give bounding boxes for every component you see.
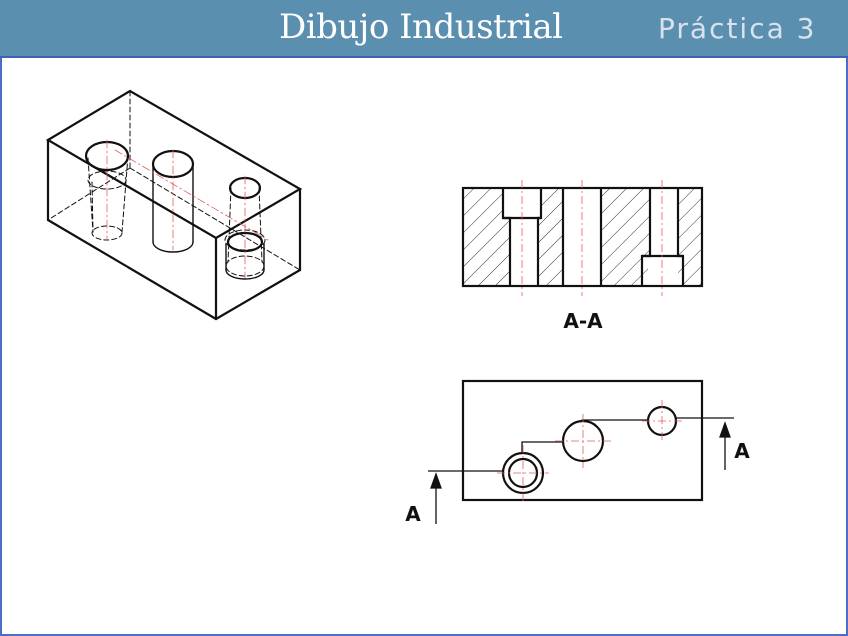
- arrow-right-head: [719, 421, 731, 438]
- slide-header: Dibujo Industrial Práctica 3: [0, 0, 848, 58]
- cut-arrows: [430, 421, 731, 524]
- practice-number: Práctica 3: [658, 12, 817, 45]
- top-view-center-lines: [497, 400, 682, 502]
- section-hatching: [463, 188, 702, 286]
- top-view-outline: [461, 379, 704, 502]
- iso-center-lines: [106, 139, 269, 279]
- top-view: A A: [405, 379, 750, 526]
- iso-middle-hole: [152, 163, 265, 280]
- section-label: A-A: [563, 309, 603, 333]
- arrow-left-head: [430, 472, 442, 489]
- iso-visible-edges: [45, 89, 303, 321]
- iso-hidden-edges: [47, 90, 301, 277]
- isometric-view: [45, 89, 303, 321]
- cut-label-right: A: [734, 439, 750, 463]
- cut-label-left: A: [405, 502, 421, 526]
- slide-title: Dibujo Industrial: [279, 7, 563, 47]
- section-view: A-A: [461, 180, 704, 333]
- section-center-lines: [521, 180, 663, 296]
